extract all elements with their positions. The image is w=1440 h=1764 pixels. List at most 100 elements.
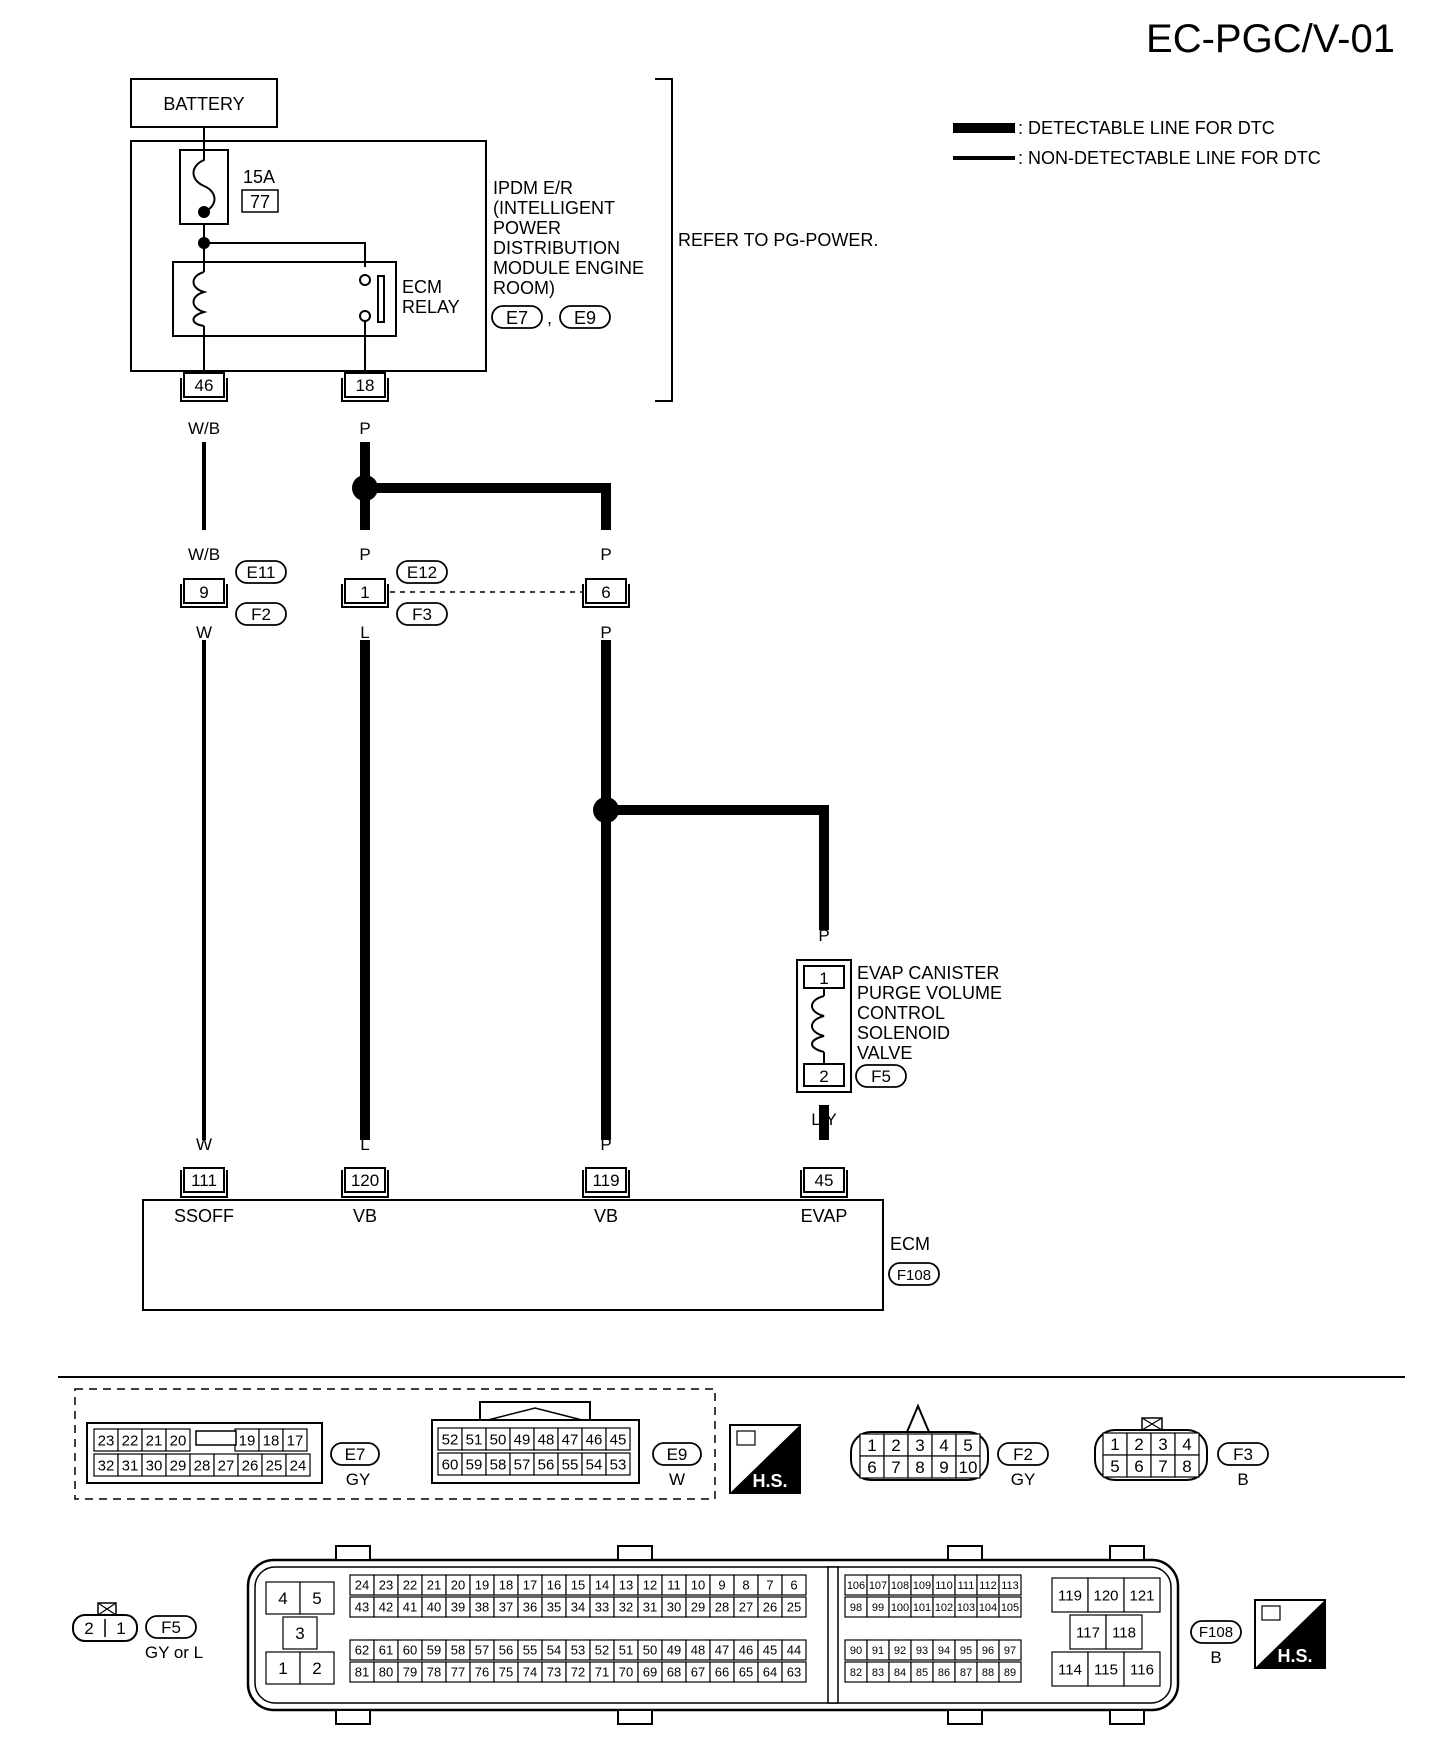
pin-label: 32 bbox=[619, 1600, 633, 1615]
pin-label: 23 bbox=[379, 1578, 393, 1593]
pin-label: 93 bbox=[916, 1645, 928, 1657]
pin-label: 40 bbox=[427, 1600, 441, 1615]
mid-center-pin: 1 bbox=[360, 583, 369, 602]
pin-label: 8 bbox=[915, 1458, 924, 1477]
f5-pin-2: 2 bbox=[84, 1619, 93, 1638]
pin-label: 45 bbox=[763, 1643, 777, 1658]
pin-label: 86 bbox=[938, 1667, 950, 1679]
pin-cell bbox=[998, 1661, 1022, 1683]
valve-label-5: VALVE bbox=[857, 1043, 912, 1063]
pin-label: 52 bbox=[595, 1643, 609, 1658]
pin-label: 65 bbox=[739, 1665, 753, 1680]
mid-center-bottom-wire: L bbox=[360, 623, 369, 642]
pin-label: 21 bbox=[427, 1578, 441, 1593]
pin-cell bbox=[955, 1455, 981, 1479]
pin-label: 87 bbox=[960, 1667, 972, 1679]
valve-label-2: PURGE VOLUME bbox=[857, 983, 1002, 1003]
pin-label: 7 bbox=[1158, 1457, 1167, 1476]
pin-cell bbox=[998, 1596, 1022, 1618]
pin-label: 69 bbox=[643, 1665, 657, 1680]
ecm-pin-111: 111 bbox=[191, 1171, 217, 1190]
ecm-relay-box bbox=[172, 261, 397, 337]
legend-thick-line bbox=[953, 123, 1015, 133]
ecm-box bbox=[142, 1199, 884, 1311]
pin-label: 57 bbox=[475, 1643, 489, 1658]
pin-label: 48 bbox=[691, 1643, 705, 1658]
ecm-pin-119: 119 bbox=[592, 1171, 619, 1190]
tag-f2: F2 bbox=[251, 605, 271, 624]
ipdm-wire-p: P bbox=[359, 419, 370, 438]
pin-label: 56 bbox=[499, 1643, 513, 1658]
connector-tag-e12 bbox=[396, 560, 448, 584]
pin-cell bbox=[1051, 1577, 1089, 1613]
pin-label: 89 bbox=[1004, 1667, 1016, 1679]
pin-label: 53 bbox=[571, 1643, 585, 1658]
pin-label: 44 bbox=[787, 1643, 801, 1658]
pin-label: 101 bbox=[913, 1602, 931, 1614]
pin-label: 3 bbox=[915, 1436, 924, 1455]
f2-tag: F2 bbox=[1013, 1445, 1033, 1464]
splice-2 bbox=[593, 797, 619, 823]
pin-label: 54 bbox=[586, 1456, 603, 1473]
pin-label: 18 bbox=[263, 1432, 280, 1449]
connector-face-f5: 2 1 F5 GY or L bbox=[72, 1602, 203, 1662]
pin-label: 90 bbox=[850, 1645, 862, 1657]
pin-label: 66 bbox=[715, 1665, 729, 1680]
valve-label-3: CONTROL bbox=[857, 1003, 945, 1023]
pin-label: 97 bbox=[1004, 1645, 1016, 1657]
pin-label: 74 bbox=[523, 1665, 537, 1680]
pin-label: 22 bbox=[122, 1432, 139, 1449]
ipdm-connector-e7: E7 bbox=[506, 308, 528, 328]
pin-label: 91 bbox=[872, 1645, 884, 1657]
pin-label: 12 bbox=[643, 1578, 657, 1593]
pin-label: 4 bbox=[1182, 1435, 1191, 1454]
pin-label: 14 bbox=[595, 1578, 609, 1593]
mid-left-top-wire: W/B bbox=[188, 545, 220, 564]
pin-label: 38 bbox=[475, 1600, 489, 1615]
fuse-symbol bbox=[192, 150, 216, 213]
pin-label: 79 bbox=[403, 1665, 417, 1680]
ecm-signal-vb-1: VB bbox=[353, 1206, 377, 1226]
pin-label: 92 bbox=[894, 1645, 906, 1657]
wires bbox=[202, 442, 829, 1140]
connector-face-icon bbox=[736, 1430, 756, 1446]
ipdm-box bbox=[130, 140, 487, 372]
pin-label: 94 bbox=[938, 1645, 950, 1657]
pin-label: 5 bbox=[312, 1589, 321, 1608]
pin-label: 106 bbox=[847, 1580, 865, 1592]
pin-label: 95 bbox=[960, 1645, 972, 1657]
pin-label: 117 bbox=[1076, 1624, 1100, 1641]
pin-cell bbox=[605, 1452, 631, 1476]
mid-left-bottom-wire: W bbox=[196, 623, 212, 642]
connector-tag-e11 bbox=[235, 560, 287, 584]
pin-cell bbox=[781, 1574, 807, 1596]
pin-label: 67 bbox=[691, 1665, 705, 1680]
tag-e11: E11 bbox=[247, 563, 276, 582]
pin-label: 71 bbox=[595, 1665, 609, 1680]
pin-label: 10 bbox=[691, 1578, 705, 1593]
pin-cell bbox=[1087, 1651, 1125, 1687]
pin-label: 119 bbox=[1058, 1587, 1082, 1604]
pin-label: 115 bbox=[1094, 1661, 1118, 1678]
pin-label: 17 bbox=[287, 1432, 304, 1449]
connector-tag-f5 bbox=[855, 1064, 907, 1088]
relay-contact-icon bbox=[377, 275, 385, 323]
ecm-wire-w: W bbox=[196, 1135, 212, 1154]
pin-cell bbox=[1123, 1577, 1161, 1613]
f5-color: GY or L bbox=[145, 1643, 203, 1662]
pin-label: 77 bbox=[451, 1665, 465, 1680]
pin-label: 51 bbox=[466, 1431, 483, 1448]
pin-label: 34 bbox=[571, 1600, 585, 1615]
pin-label: 6 bbox=[790, 1578, 797, 1593]
pin-label: 116 bbox=[1130, 1661, 1154, 1678]
pin-label: 84 bbox=[894, 1667, 906, 1679]
pin-label: 8 bbox=[1182, 1457, 1191, 1476]
ecm-signal-evap: EVAP bbox=[801, 1206, 848, 1226]
splice-1 bbox=[352, 475, 378, 501]
ecm-terminal-120: L 120 VB bbox=[341, 1135, 389, 1226]
hs-icon-2: H.S. bbox=[1254, 1599, 1326, 1669]
relay-label-2: RELAY bbox=[402, 297, 460, 317]
pin-cell bbox=[998, 1639, 1022, 1661]
